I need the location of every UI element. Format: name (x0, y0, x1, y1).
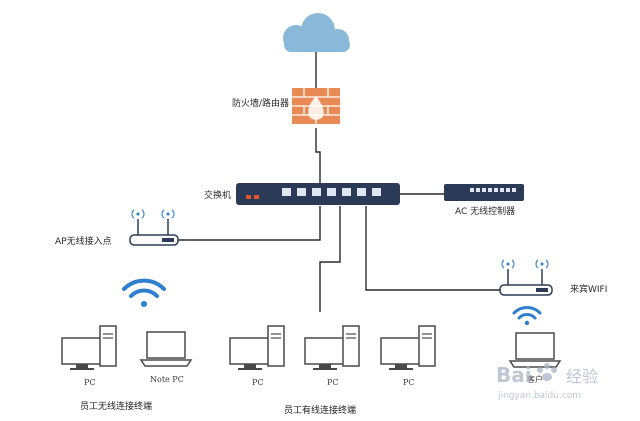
pc-label-wireless: PC (84, 378, 96, 387)
paw-icon (537, 363, 557, 381)
switch-label: 交换机 (204, 189, 231, 201)
ac-controller-icon (444, 184, 524, 201)
firewall-label: 防火墙/路由器 (232, 97, 289, 109)
line-switch-guest (365, 206, 500, 291)
guest-wifi-signal-icon (512, 306, 542, 326)
wired-group-label: 员工有线连接终端 (284, 404, 356, 416)
line-switch-wired (319, 206, 341, 312)
pc-label-wired-2: PC (327, 378, 339, 387)
ap-icon (129, 209, 179, 246)
watermark-brand-2: 经验 (566, 367, 598, 386)
pc-icon-wired-2 (304, 325, 360, 371)
pc-label-wired-3: PC (403, 378, 415, 387)
wireless-group-label: 员工无线连接终端 (80, 400, 152, 412)
pc-icon-wired-3 (380, 325, 436, 371)
line-firewall-switch (315, 128, 321, 184)
guest-wifi-label: 来宾WIFI (570, 283, 607, 295)
firewall-icon (292, 88, 340, 124)
watermark-url: jingyan.baidu.com (497, 391, 581, 401)
wifi-icon (122, 278, 166, 307)
line-switch-ap (178, 206, 321, 241)
ac-label: AC 无线控制器 (455, 205, 515, 217)
pc-label-wired-1: PC (252, 378, 264, 387)
connection-lines (178, 52, 500, 312)
laptop-icon-wireless (140, 331, 192, 367)
pc-icon-wired-1 (229, 325, 285, 371)
laptop-icon-guest (509, 332, 561, 368)
watermark-brand: Bai (496, 363, 532, 387)
pc-icon-wireless (61, 325, 117, 371)
guest-ap-icon (499, 259, 553, 296)
watermark: Bai 经验 jingyan.baidu.com (496, 363, 598, 401)
cloud-icon (283, 13, 350, 52)
ap-label: AP无线接入点 (55, 235, 112, 247)
guest-device-label: 客户 (527, 374, 543, 384)
note-pc-label: Note PC (150, 375, 184, 384)
switch-icon (236, 183, 400, 205)
